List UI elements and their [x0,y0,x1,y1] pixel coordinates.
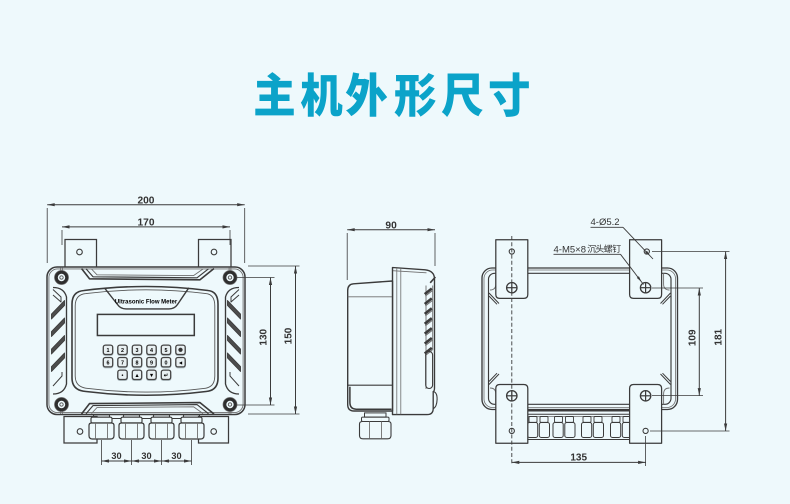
svg-text:150: 150 [284,327,295,344]
svg-text:↵: ↵ [164,373,169,379]
svg-text:2: 2 [121,348,124,354]
svg-text:◄: ◄ [178,360,183,366]
svg-text:8: 8 [136,360,139,366]
svg-text:30: 30 [171,451,181,461]
svg-text:181: 181 [714,328,725,345]
svg-text:130: 130 [259,328,270,345]
svg-text:30: 30 [141,451,151,461]
svg-text:▲: ▲ [134,373,139,379]
svg-text:200: 200 [137,195,154,206]
svg-text:170: 170 [138,218,155,229]
svg-text:9: 9 [150,360,153,366]
svg-text:7: 7 [121,360,124,366]
svg-text:4-Ø5.2: 4-Ø5.2 [591,217,620,228]
svg-text:•: • [122,373,124,379]
svg-text:4-M5×8: 4-M5×8 [554,244,586,255]
svg-text:0: 0 [165,360,168,366]
svg-text:1: 1 [107,348,110,354]
svg-text:Ultrasonic Flow Meter: Ultrasonic Flow Meter [115,299,178,305]
svg-text:4: 4 [150,348,153,354]
svg-text:6: 6 [107,360,110,366]
svg-text:▼: ▼ [149,373,154,379]
svg-text:5: 5 [165,348,168,354]
svg-text:3: 3 [136,348,139,354]
svg-text:109: 109 [687,329,698,346]
svg-text:30: 30 [111,451,121,461]
svg-text:90: 90 [385,220,397,231]
svg-text:135: 135 [570,452,587,463]
